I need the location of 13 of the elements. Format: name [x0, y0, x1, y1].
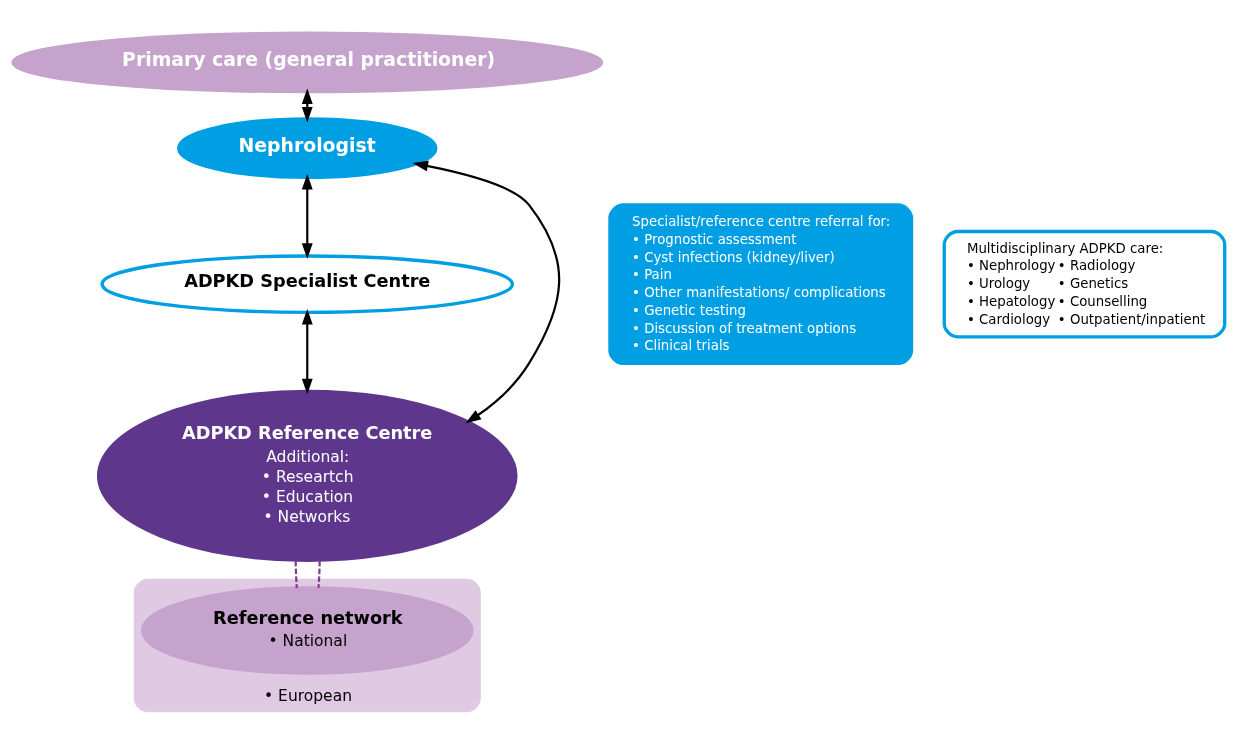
connector — [317, 560, 321, 588]
node-ellipse: Primary care (general practitioner) — [11, 31, 604, 93]
arrow — [301, 308, 313, 394]
node-box: Multidisciplinary ADPKD care: • Nephrology • Radiology • Urology • Genetics • Hepatology • Counselling • Cardiology • Outpatient/inpatient — [942, 229, 1227, 338]
arrow — [301, 87, 313, 122]
node-ellipse: ADPKD Specialist Centre — [100, 253, 515, 314]
node-box: Specialist/reference centre referral for: • Prognostic assessment • Cyst infections (kidney/liver) • Pain • Other manifestations/ complications • Genetic testing • Discussion of treatment options • Clinical trials — [608, 202, 914, 365]
node-ellipse: ADPKD Reference Centre Additional: • Researtch • Education • Networks — [96, 389, 518, 562]
node-ellipse: Reference network • National — [140, 585, 474, 675]
arrow — [412, 160, 561, 423]
connector — [294, 560, 298, 588]
arrow — [301, 173, 313, 259]
node-ellipse: Nephrologist — [177, 116, 438, 179]
